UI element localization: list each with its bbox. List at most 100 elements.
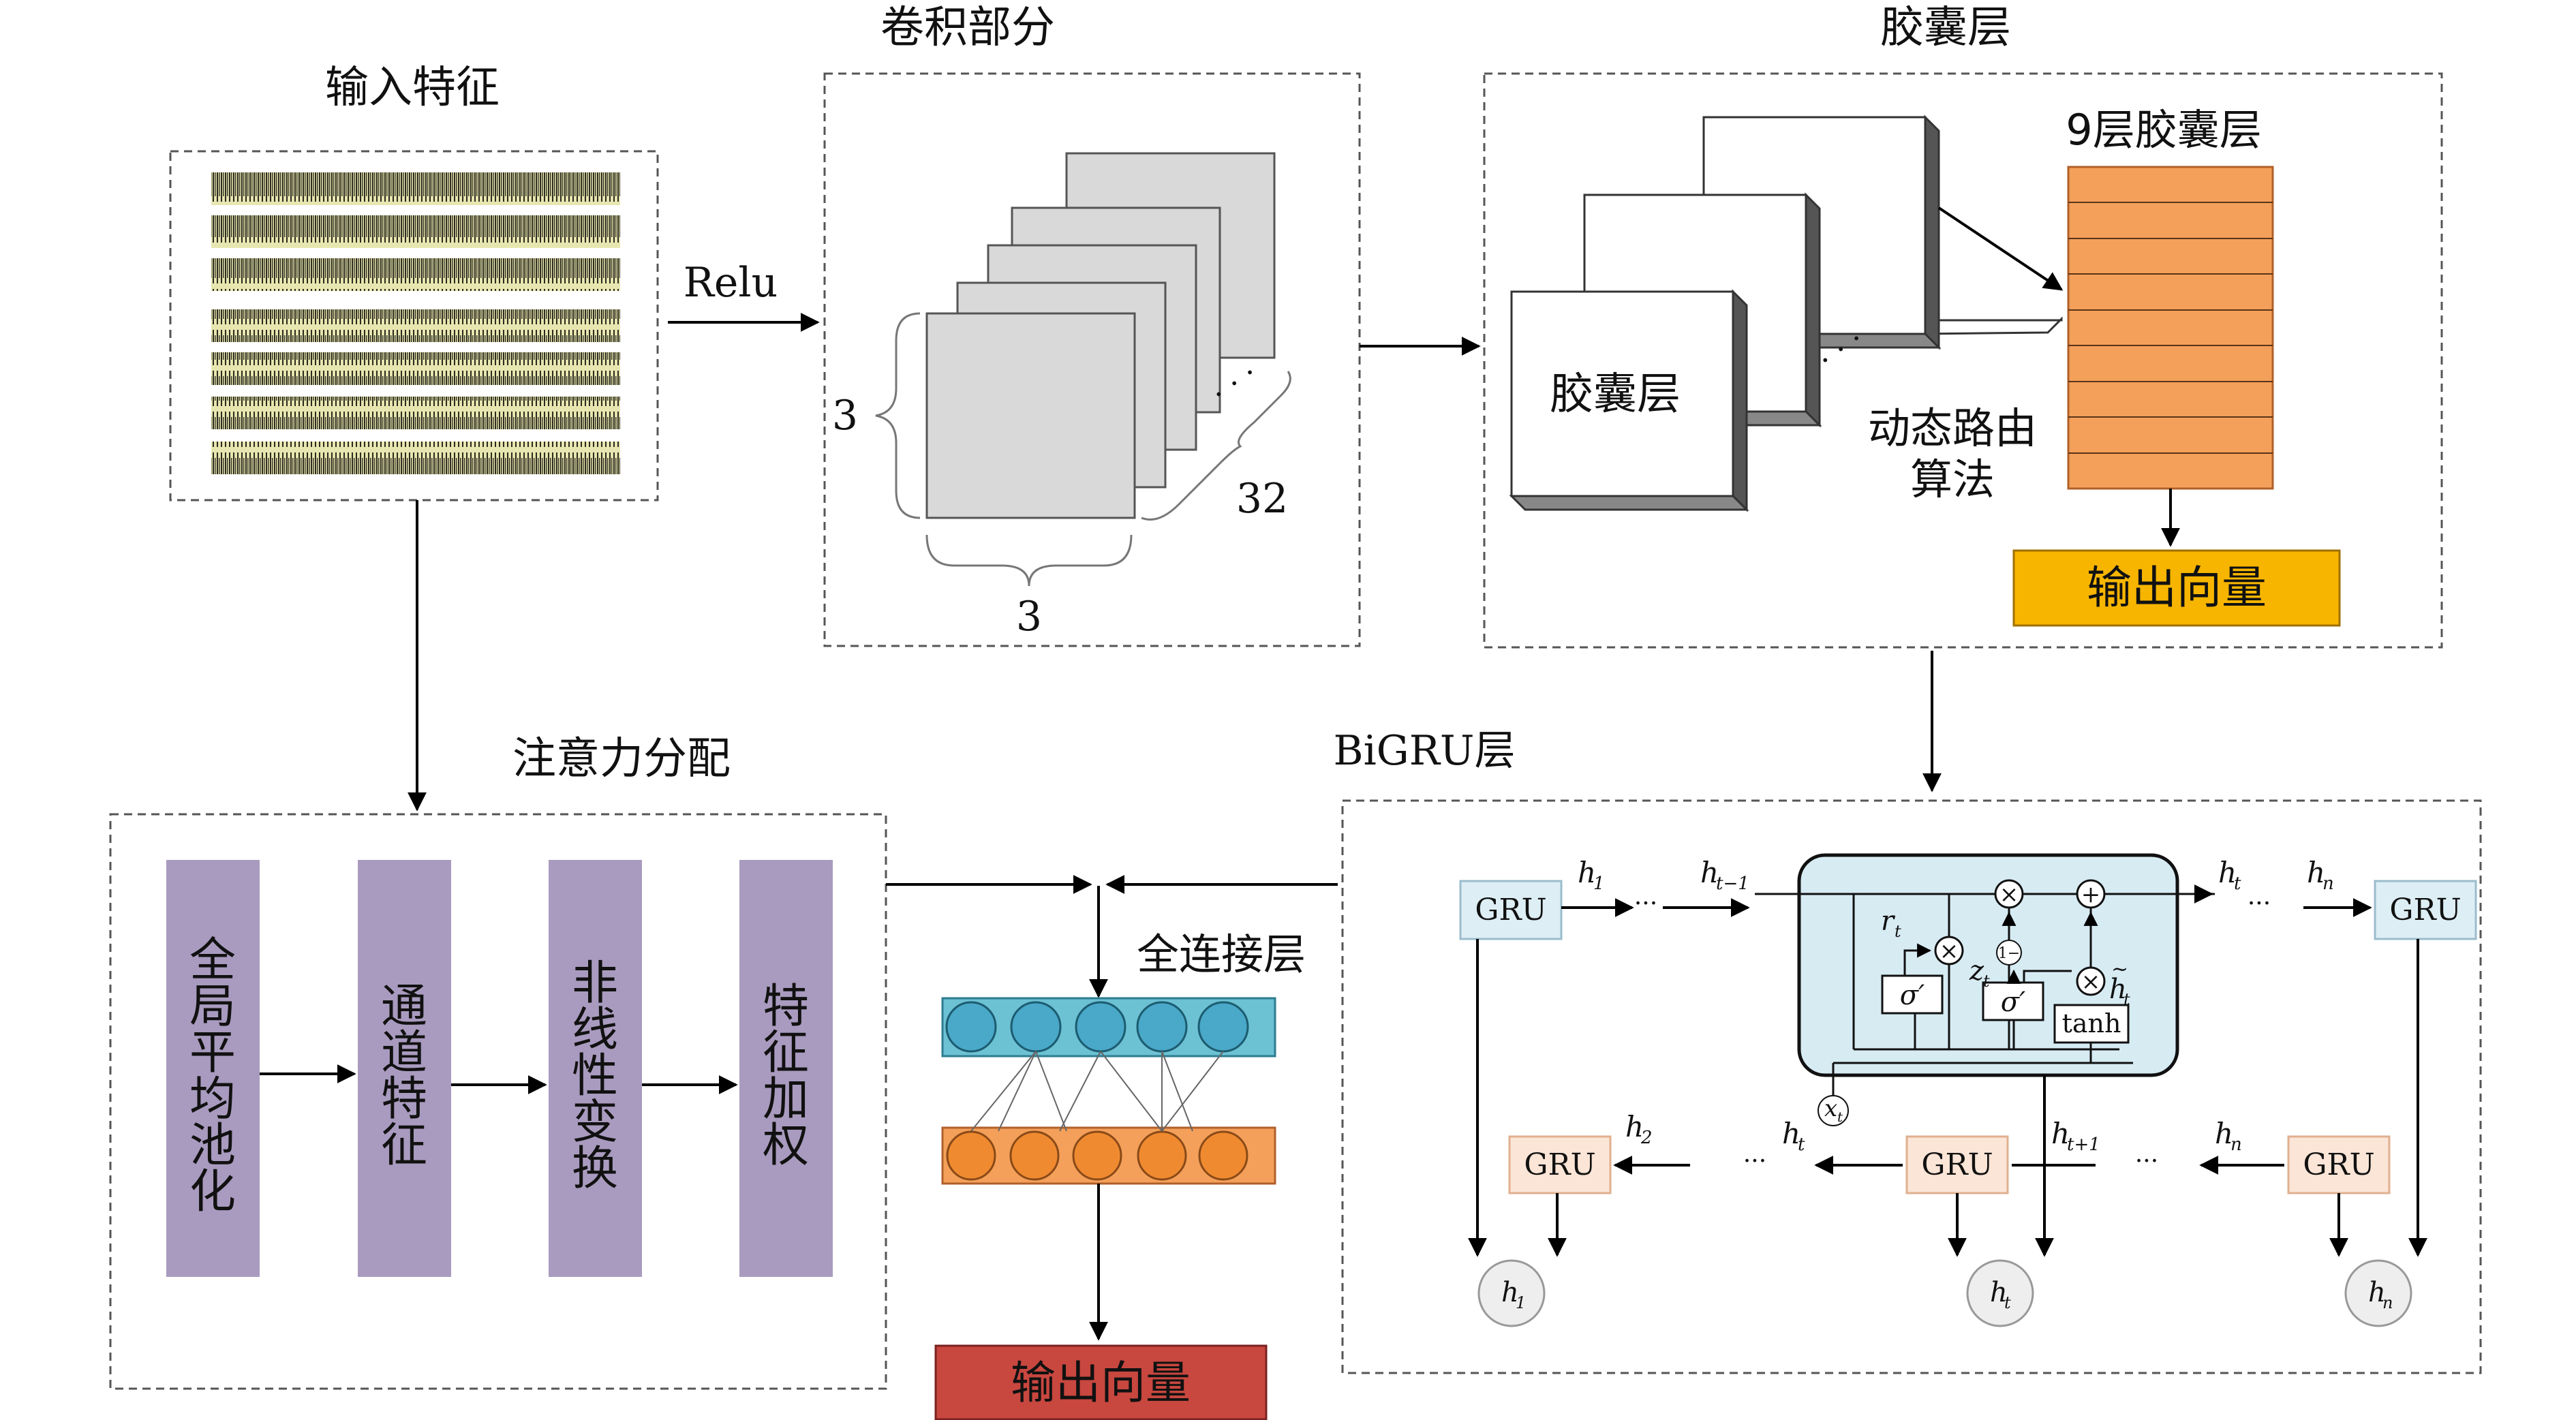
attention-block-2-text: 通 道 特 征 — [381, 980, 427, 1173]
fc-output-box — [934, 1344, 1268, 1420]
conv-section: 卷积部分 · · · 3 3 32 — [823, 3, 1361, 647]
gru-label: GRU — [1921, 1147, 1993, 1182]
nine-capsule-stack — [2067, 166, 2274, 490]
svg-text:1: 1 — [1516, 1293, 1526, 1312]
signal-strips — [211, 172, 620, 474]
input-section: 输入特征 — [169, 63, 659, 812]
bigru-section: BiGRU层 GRU GRU ··· h1 ht−1 — [1334, 727, 2482, 1374]
bigru-box — [1341, 799, 2482, 1374]
att-char: 征 — [763, 1026, 809, 1080]
label-hn-top: hn — [2307, 856, 2334, 894]
conv-box — [823, 72, 1361, 647]
att-char: 线 — [572, 1003, 618, 1057]
kernel-width-label: 3 — [1016, 593, 1042, 640]
top-dots-2: ··· — [2248, 890, 2271, 918]
x-input-node — [1818, 1095, 1849, 1126]
label-h2-bottom: h2 — [1625, 1110, 1653, 1148]
fc-section: 全连接层 输出向量 — [886, 875, 1338, 1420]
svg-text:h: h — [1782, 1117, 1800, 1150]
conv-title: 卷积部分 — [880, 3, 1055, 53]
svg-text:t: t — [1983, 972, 1990, 991]
routing-arrow — [1937, 206, 2064, 291]
fc-top-nodes — [945, 1001, 1249, 1053]
label-h1-top: h1 — [1578, 856, 1605, 894]
svg-text:t: t — [2234, 874, 2241, 894]
input-box — [169, 150, 659, 501]
attention-blocks — [166, 860, 833, 1277]
att-char: 池 — [189, 1119, 236, 1173]
svg-text:h: h — [2218, 856, 2237, 889]
svg-text:h: h — [2109, 974, 2127, 1005]
capsule-output-box — [2012, 549, 2341, 627]
svg-text:t: t — [1895, 922, 1901, 941]
att-char: 通 — [381, 980, 427, 1034]
output-nodes — [1477, 1259, 2412, 1327]
gru-label: GRU — [2303, 1147, 2374, 1182]
svg-text:h: h — [1501, 1277, 1519, 1308]
attention-block-1-text: 全 局 平 均 池 化 — [189, 933, 236, 1219]
capsule-title: 胶囊层 — [1880, 3, 2011, 53]
bigru-title: BiGRU层 — [1334, 727, 1516, 775]
att-char: 变 — [572, 1096, 618, 1149]
att-char: 特 — [763, 980, 809, 1034]
fc-output-label: 输出向量 — [1011, 1357, 1191, 1409]
fc-title: 全连接层 — [1137, 929, 1306, 979]
gru-top-right — [2374, 880, 2477, 940]
att-char: 化 — [189, 1165, 236, 1219]
att-char: 全 — [189, 933, 236, 987]
att-char: 性 — [572, 1049, 618, 1103]
svg-text:h: h — [1625, 1110, 1644, 1143]
gru-bottom-left — [1508, 1135, 1612, 1194]
svg-text:×: × — [2081, 968, 2101, 995]
label-ht-top: ht — [2218, 856, 2241, 894]
bottom-dots-2: ··· — [2135, 1147, 2158, 1175]
bottom-dots-1: ··· — [1743, 1147, 1766, 1175]
att-char: 非 — [572, 957, 618, 1010]
attention-block-3-text: 非 线 性 变 换 — [572, 957, 618, 1196]
svg-text:1: 1 — [1593, 874, 1605, 894]
input-title: 输入特征 — [325, 63, 500, 113]
attention-section: 注意力分配 全 局 平 均 池 化 通 道 特 征 非 线 性 变 换 — [109, 734, 887, 1390]
svg-text:h: h — [1990, 1277, 2008, 1308]
svg-text:×: × — [1999, 881, 2019, 908]
att-char: 平 — [189, 1026, 236, 1080]
att-char: 换 — [572, 1142, 618, 1196]
capsule-output-label: 输出向量 — [2087, 561, 2267, 614]
gru-label: GRU — [1524, 1147, 1595, 1182]
label-ht-1-top: ht−1 — [1700, 856, 1749, 894]
svg-text:h: h — [1578, 856, 1596, 889]
attention-title: 注意力分配 — [512, 734, 731, 784]
svg-text:t−1: t−1 — [1716, 874, 1749, 894]
att-char: 特 — [381, 1072, 427, 1126]
tanh-label: tanh — [2062, 1008, 2121, 1038]
brace-depth — [1141, 371, 1291, 521]
svg-text:×: × — [1939, 938, 1959, 965]
svg-text:t: t — [1837, 1109, 1843, 1125]
gru-cell-arrows — [1903, 911, 2098, 984]
gru-top-left — [1459, 880, 1563, 940]
capsule-blocks — [1509, 114, 2063, 512]
gru-label: GRU — [2389, 893, 2461, 927]
sigma-z: σ′ — [2001, 987, 2025, 1018]
svg-text:n: n — [2322, 874, 2334, 894]
label-ht-bottom: ht — [1782, 1117, 1805, 1155]
attention-block-4-text: 特 征 加 权 — [763, 980, 809, 1173]
nine-capsule-label: 9层胶囊层 — [2066, 105, 2261, 155]
svg-text:~: ~ — [2111, 957, 2128, 981]
svg-text:t: t — [2004, 1293, 2011, 1312]
svg-text:h: h — [1700, 856, 1719, 889]
capsule-block-label: 胶囊层 — [1550, 369, 1681, 420]
svg-text:n: n — [2382, 1293, 2393, 1312]
fc-bottom-nodes — [946, 1130, 1248, 1181]
att-char: 局 — [189, 980, 236, 1034]
attention-box — [109, 813, 887, 1390]
svg-text:h: h — [2307, 856, 2325, 889]
capsule-box — [1483, 72, 2443, 649]
brace-height — [875, 312, 921, 519]
svg-text:n: n — [2230, 1135, 2242, 1155]
kernel-height-label: 3 — [832, 392, 858, 439]
fc-connections — [970, 1051, 1224, 1132]
relu-connection: Relu — [668, 259, 820, 332]
